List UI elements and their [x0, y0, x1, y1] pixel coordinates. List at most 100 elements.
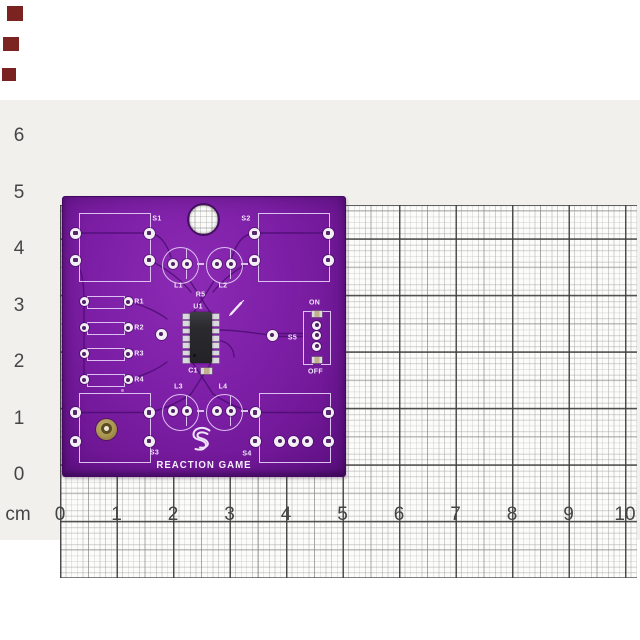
- ruler-h-0: 0: [54, 504, 66, 525]
- pad: [323, 435, 334, 447]
- pad: [181, 259, 192, 269]
- ic-pin: [212, 328, 219, 333]
- gold-pad-center: [103, 426, 109, 432]
- ruler-v-0: 0: [13, 464, 25, 485]
- ruler-v-6: 6: [13, 125, 25, 146]
- pad: [322, 227, 334, 239]
- pad: [249, 254, 260, 266]
- ic-pin: [212, 336, 219, 341]
- pad: [322, 254, 334, 266]
- ic-pin: [183, 358, 190, 363]
- led-footprint-l2: [206, 246, 243, 284]
- resistor-footprint-r2: [87, 322, 125, 335]
- pad: [70, 227, 81, 239]
- ic-pin: [183, 343, 190, 348]
- pad-hole: [82, 325, 87, 330]
- label-s4: S4: [242, 450, 252, 457]
- board-title: REACTION GAME: [156, 458, 252, 471]
- switch-outline-right: [321, 311, 331, 365]
- pad-hole: [126, 377, 131, 382]
- led-footprint-l3: [162, 393, 199, 431]
- ruler-h-6: 6: [393, 504, 405, 525]
- drill-hole: [189, 204, 218, 234]
- ruler-unit: cm: [5, 504, 31, 525]
- label-s3: S3: [149, 449, 160, 457]
- pad: [69, 407, 81, 418]
- ruler-h-4: 4: [280, 504, 292, 525]
- label-r2: R2: [134, 324, 144, 331]
- pad: [123, 323, 133, 332]
- label-c1: C1: [188, 367, 198, 374]
- pad-hole: [228, 409, 233, 413]
- pad-hole: [72, 438, 78, 444]
- pad: [288, 435, 299, 447]
- resistor-footprint-r1: [87, 296, 125, 309]
- pad: [79, 349, 89, 358]
- ruler-h-7: 7: [450, 504, 461, 525]
- ruler-h-1: 1: [111, 504, 122, 525]
- pad: [323, 407, 334, 418]
- pad-hole: [277, 439, 282, 443]
- pad-hole: [146, 257, 152, 263]
- corner-mark-1: [7, 6, 23, 21]
- pad-hole: [291, 439, 296, 443]
- ruler-h-3: 3: [224, 504, 235, 525]
- pad: [312, 330, 321, 340]
- pad: [225, 259, 236, 269]
- pin1-dot: [193, 354, 196, 357]
- led-tick: [241, 410, 248, 412]
- pad-hole: [82, 299, 87, 304]
- ic-pin: [183, 350, 190, 355]
- pad: [79, 297, 89, 306]
- pad-hole: [252, 230, 257, 236]
- pad-hole: [72, 410, 78, 415]
- ic-chip-u1: [190, 312, 212, 363]
- pad: [143, 407, 155, 418]
- label-l3: L3: [174, 383, 183, 390]
- pad: [274, 435, 285, 447]
- pad-hole: [126, 299, 131, 304]
- pad-hole: [325, 257, 331, 263]
- corner-mark-2: [3, 37, 19, 51]
- pad: [249, 227, 260, 239]
- switch-end-pad: [311, 357, 322, 363]
- pad: [79, 323, 89, 332]
- led-footprint-l1: [162, 246, 199, 284]
- label-l2: L2: [218, 282, 228, 289]
- button-footprint-s1: [79, 213, 151, 282]
- pad: [143, 227, 155, 239]
- capacitor-c1: [201, 367, 212, 374]
- ruler-h-5: 5: [337, 504, 348, 525]
- resistor-footprint-r3: [87, 348, 125, 361]
- ruler-v-1: 1: [13, 407, 25, 429]
- pad-hole: [215, 409, 219, 413]
- pad-hole: [170, 409, 175, 413]
- pad-hole: [126, 351, 131, 356]
- pad: [123, 375, 133, 384]
- label-s2: S2: [241, 215, 251, 222]
- pad: [167, 259, 178, 269]
- resistor-footprint-r4: [87, 374, 125, 387]
- label-r5: R5: [195, 291, 206, 298]
- led-tick: [197, 410, 204, 412]
- pad-hole: [326, 438, 331, 444]
- ruler-h-10: 10: [614, 504, 636, 525]
- pcb-board: S1 S2 L1 L2 R1 R2 R3: [62, 196, 346, 477]
- label-on: ON: [308, 299, 321, 307]
- ruler-v-4: 4: [13, 238, 25, 259]
- pad: [123, 349, 133, 358]
- pad-hole: [73, 230, 78, 236]
- pad-hole: [305, 439, 309, 443]
- label-l4: L4: [218, 383, 228, 390]
- pad-hole: [146, 410, 152, 415]
- button-footprint-s4: [258, 393, 331, 463]
- ruler-v-2: 2: [13, 351, 25, 372]
- pad-hole: [252, 438, 258, 444]
- ruler-h-9: 9: [563, 504, 574, 525]
- pad-hole: [159, 332, 163, 336]
- button-footprint-s3: [78, 393, 151, 463]
- ic-pin: [212, 343, 219, 348]
- ic-pin: [183, 321, 190, 326]
- pad: [143, 435, 155, 447]
